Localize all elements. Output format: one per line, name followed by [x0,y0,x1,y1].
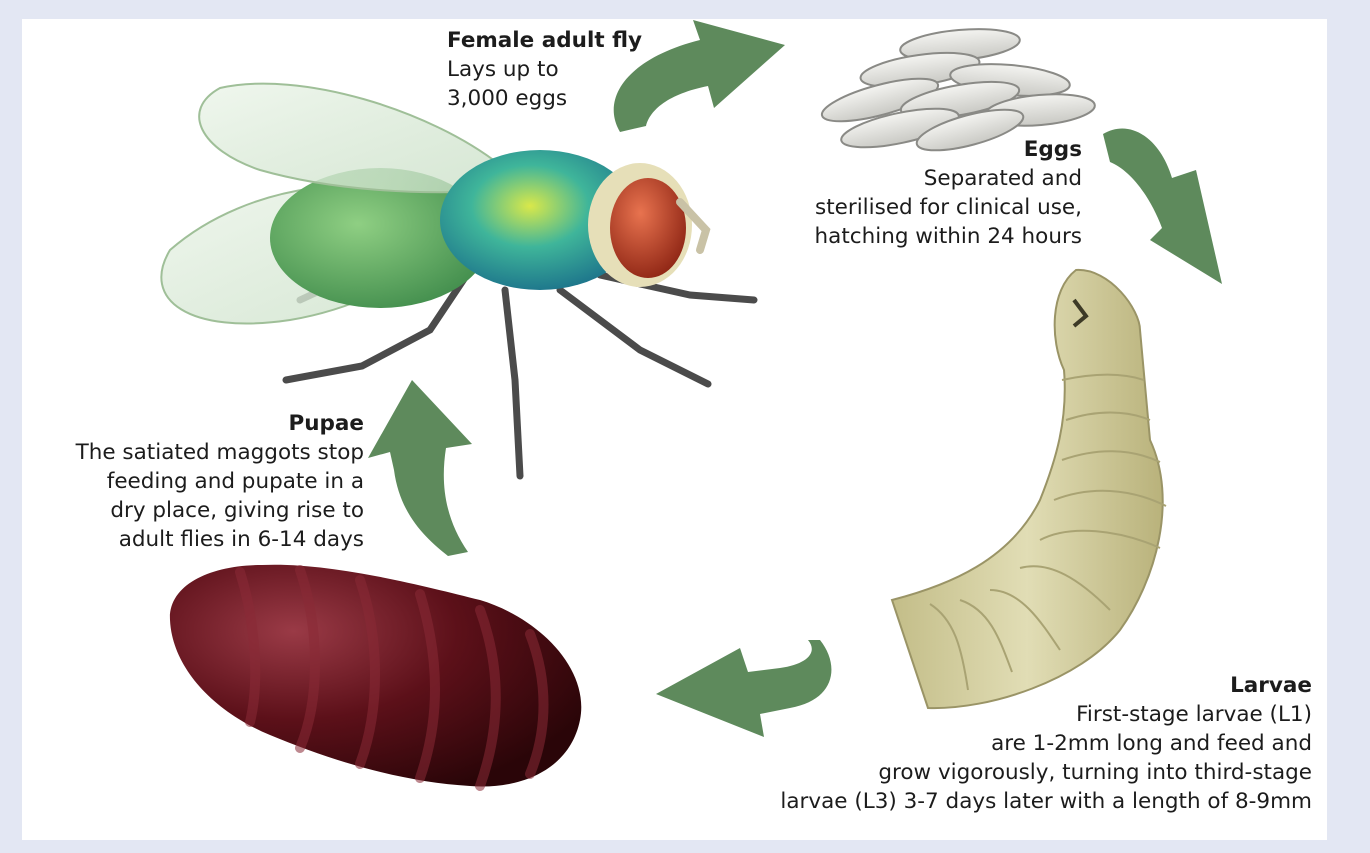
stage-title-eggs: Eggs [815,135,1082,164]
arrow-eggs-to-larvae [1103,128,1222,284]
arrow-pupae-to-fly [368,380,472,556]
stage-description-adult-fly: Lays up to 3,000 eggs [447,55,642,113]
stage-title-larvae: Larvae [780,671,1312,700]
stage-title-adult-fly: Female adult fly [447,26,642,55]
larva-illustration [892,270,1166,708]
stage-label-adult-fly: Female adult fly Lays up to 3,000 eggs [447,26,642,113]
stage-title-pupae: Pupae [76,409,364,438]
stage-description-pupae: The satiated maggots stop feeding and pu… [76,438,364,554]
pupa-illustration [170,565,581,787]
stage-label-pupae: Pupae The satiated maggots stop feeding … [76,409,364,554]
stage-description-eggs: Separated and sterilised for clinical us… [815,164,1082,251]
stage-label-larvae: Larvae First-stage larvae (L1) are 1-2mm… [780,671,1312,816]
stage-description-larvae: First-stage larvae (L1) are 1-2mm long a… [780,700,1312,816]
stage-label-eggs: Eggs Separated and sterilised for clinic… [815,135,1082,251]
